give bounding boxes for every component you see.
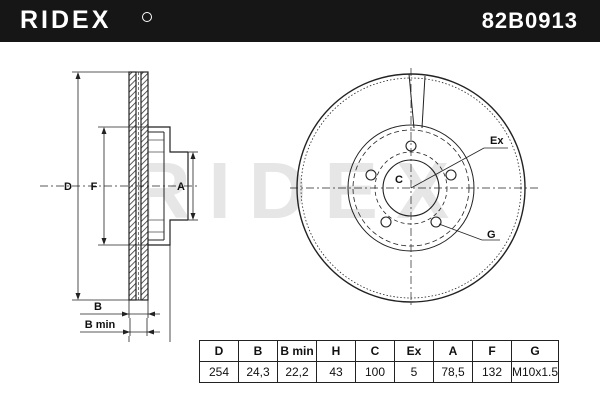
spec-header: G — [510, 340, 560, 362]
spec-value: 132 — [472, 361, 512, 383]
label-Ex: Ex — [490, 135, 504, 147]
disc-side-view — [40, 71, 200, 301]
label-A: A — [177, 181, 185, 193]
spec-header: A — [433, 340, 473, 362]
spec-value: 43 — [316, 361, 356, 383]
technical-drawing: RIDEX D F — [40, 68, 540, 342]
spec-value: 24,3 — [238, 361, 278, 383]
spec-header: Ex — [394, 340, 434, 362]
label-D: D — [64, 181, 72, 193]
spec-value: 100 — [355, 361, 395, 383]
brand-logo: RIDEX — [20, 6, 112, 34]
header-bar: RIDEX 82B0913 — [0, 0, 600, 42]
dimension-A — [188, 151, 198, 221]
spec-header: H — [316, 340, 356, 362]
dimension-F — [98, 126, 148, 246]
leader-Ex — [410, 147, 508, 189]
spec-header-row: D B B min H C Ex A F G — [199, 340, 560, 362]
leader-G — [438, 223, 500, 241]
label-F: F — [91, 181, 98, 193]
label-B-min: B min — [85, 319, 116, 331]
dimension-D — [72, 71, 129, 301]
spec-value: 78,5 — [433, 361, 473, 383]
spec-value: M10x1.5 — [510, 361, 560, 383]
disc-front-view — [290, 68, 540, 308]
spec-value: 22,2 — [277, 361, 317, 383]
dimension-B — [80, 300, 160, 318]
spec-value-row: 254 24,3 22,2 43 100 5 78,5 132 M10x1.5 — [199, 361, 560, 383]
label-C: C — [395, 174, 403, 186]
label-B: B — [94, 301, 102, 313]
dimension-H — [128, 245, 171, 342]
spec-header: B — [238, 340, 278, 362]
part-number: 82B0913 — [481, 8, 578, 33]
registered-mark-icon — [142, 12, 152, 22]
spec-table: D B B min H C Ex A F G 254 24,3 22,2 43 … — [199, 340, 560, 383]
spec-header: C — [355, 340, 395, 362]
label-G: G — [487, 229, 496, 241]
spec-value: 254 — [199, 361, 239, 383]
spec-header: D — [199, 340, 239, 362]
spec-value: 5 — [394, 361, 434, 383]
spec-header: F — [472, 340, 512, 362]
spec-header: B min — [277, 340, 317, 362]
dimension-B-min — [80, 318, 160, 336]
